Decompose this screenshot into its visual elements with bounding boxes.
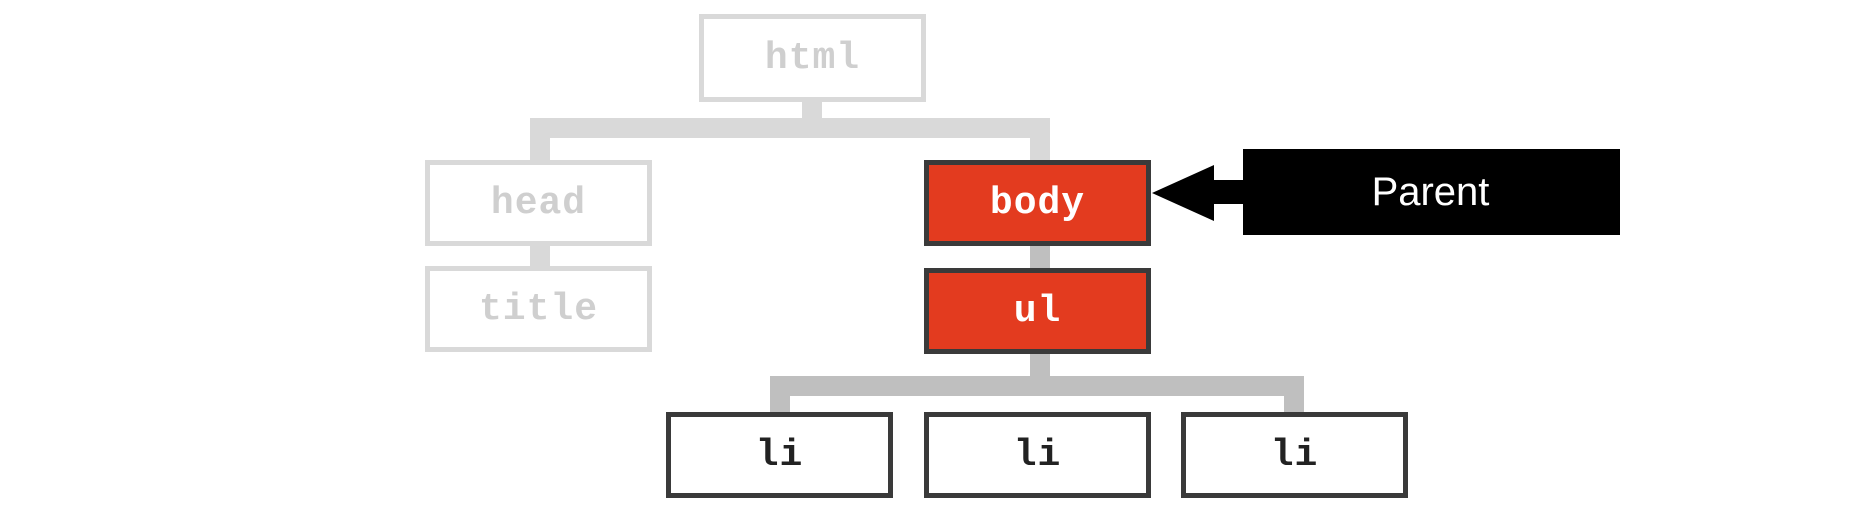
- node-ul: ul: [924, 268, 1151, 354]
- node-li-3: li: [1181, 412, 1408, 498]
- connector-body-ul: [1030, 244, 1050, 270]
- node-body: body: [924, 160, 1151, 246]
- connector-to-li-1: [770, 376, 790, 412]
- node-title: title: [425, 266, 652, 352]
- connector-top-horizontal: [530, 118, 1050, 138]
- node-head: head: [425, 160, 652, 246]
- callout-arrow-head-icon: [1152, 165, 1214, 221]
- connector-to-li-3: [1284, 376, 1304, 412]
- connector-to-head: [530, 118, 550, 162]
- parent-callout-label: Parent: [1243, 149, 1620, 235]
- node-li-2: li: [924, 412, 1151, 498]
- node-html: html: [699, 14, 926, 102]
- node-li-1: li: [666, 412, 893, 498]
- callout-arrow-shaft: [1213, 180, 1247, 204]
- connector-to-body: [1030, 118, 1050, 162]
- connector-head-title: [530, 244, 550, 266]
- connector-ul-down: [1030, 352, 1050, 382]
- connector-bottom-horizontal: [770, 376, 1304, 396]
